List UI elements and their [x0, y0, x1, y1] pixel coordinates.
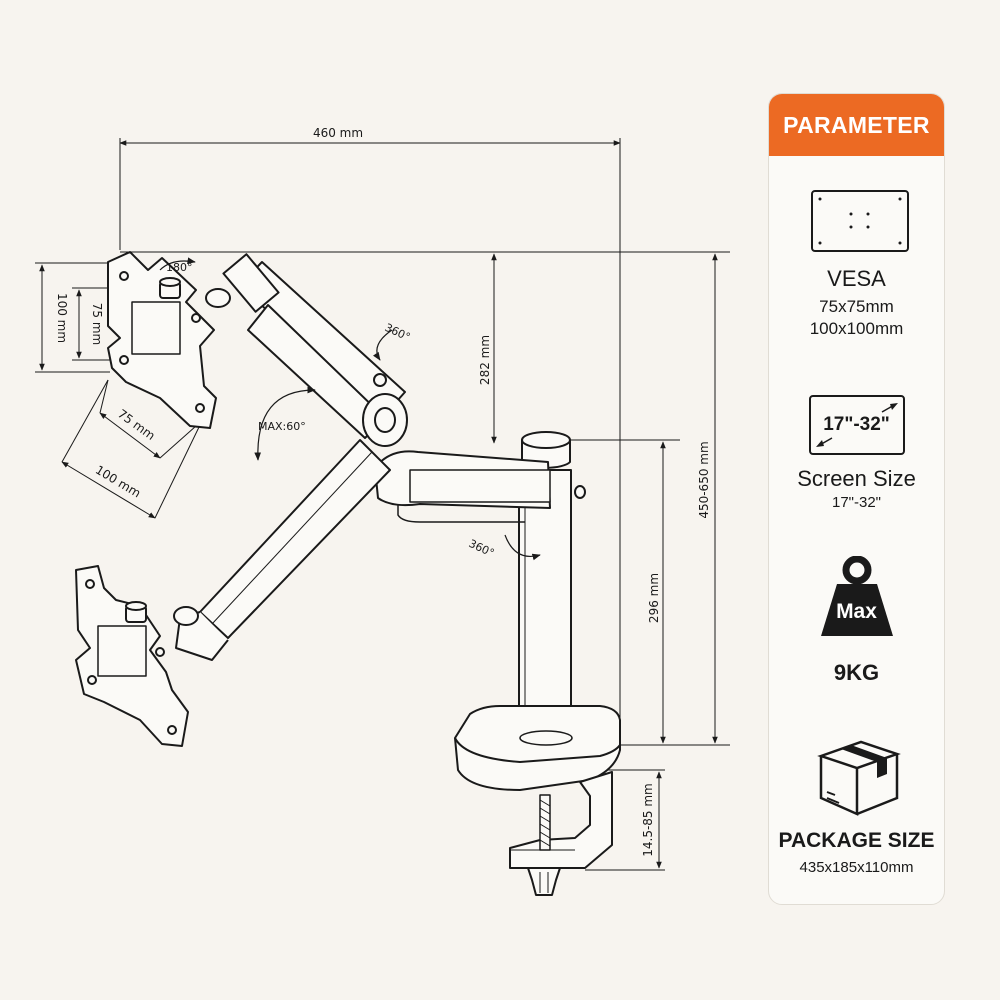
parameter-panel: PARAMETER VESA 75x75mm 100x100mm 17"-32"… [768, 93, 945, 905]
dim-arm-height-label: 282 mm [478, 335, 492, 385]
screen-size-icon: 17"-32" [808, 394, 906, 456]
head-swivel-label: 180° [166, 261, 193, 274]
dim-vesa-75-vertical-label: 75 mm [90, 303, 104, 345]
dim-pole-height-label: 296 mm [647, 573, 661, 623]
vesa-title: VESA [827, 266, 886, 291]
screen-size-section: 17"-32" Screen Size 17"-32" [769, 394, 944, 514]
screen-size-title: Screen Size [797, 466, 916, 491]
package-size-value: 435x185x110mm [799, 859, 914, 876]
dim-vesa-100-vertical-label: 100 mm [55, 293, 69, 343]
dim-clamp-range-label: 14.5-85 mm [641, 783, 655, 857]
parameter-header: PARAMETER [769, 94, 944, 156]
weight-icon-text: Max [836, 600, 877, 623]
package-box-icon [817, 740, 901, 816]
vesa-section: VESA 75x75mm 100x100mm [769, 187, 944, 340]
package-section: PACKAGE SIZE 435x185x110mm [769, 738, 944, 879]
elbow-rotation-label: 360° [383, 321, 413, 344]
dim-vesa-75-diag-label: 75 mm [115, 407, 158, 443]
base-rotation-label: 360° [467, 537, 497, 560]
package-size-title: PACKAGE SIZE [778, 829, 935, 852]
vesa-plate-icon [811, 190, 909, 252]
weight-icon: Max [817, 556, 897, 638]
weight-section: Max 9KG [769, 556, 944, 686]
tilt-label: MAX:60° [258, 420, 306, 433]
weight-value: 9KG [833, 660, 880, 685]
monitor-arm-diagram: 460 mm 282 mm 450-650 mm 296 mm 14.5-85 … [35, 126, 730, 896]
vesa-size-100: 100x100mm [809, 319, 904, 338]
dim-width-top-label: 460 mm [313, 126, 363, 140]
vesa-size-75: 75x75mm [819, 297, 894, 316]
dim-total-height-label: 450-650 mm [697, 441, 711, 518]
dim-vesa-100-diag-label: 100 mm [93, 463, 143, 501]
screen-size-value: 17"-32" [831, 494, 881, 511]
screen-size-icon-text: 17"-32" [823, 414, 890, 435]
